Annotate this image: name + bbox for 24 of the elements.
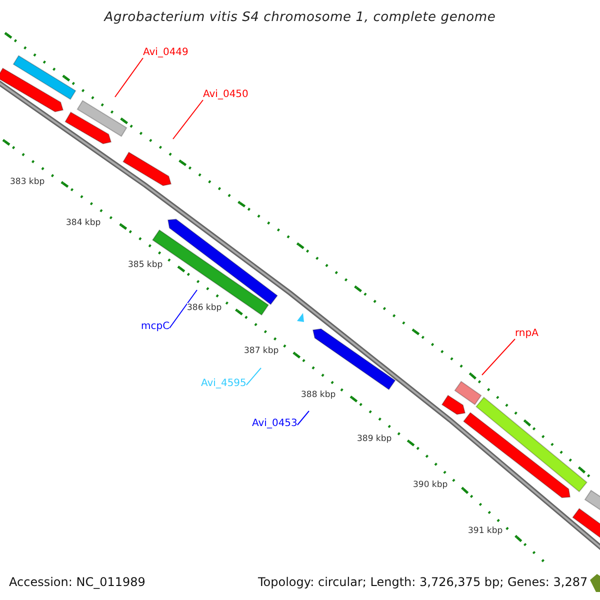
leader-line [482,338,516,376]
title: Agrobacterium vitis S4 chromosome 1, complete genome [102,11,497,24]
kbp-label: 391 kbp [468,526,503,536]
gene-label: rnpA [515,329,538,339]
gene-label: Avi_4595 [201,379,246,389]
leader-line [296,410,310,426]
genome-summary-text: Topology: circular; Length: 3,726,375 bp; Genes: 3,287 [258,576,588,588]
kbp-label: 385 kbp [128,260,163,270]
gene-label: Avi_0450 [203,90,248,100]
kbp-label: 388 kbp [301,390,336,400]
gene-label: Avi_0449 [143,48,188,58]
leader-line [172,100,204,140]
kbp-label: 386 kbp [187,303,222,314]
leader-line [246,368,262,386]
leader-line [169,290,198,328]
kbp-label: 384 kbp [66,218,101,228]
gene-label: mcpC [141,322,170,332]
accession-text: Accession: NC_011989 [9,576,146,588]
kbp-label: 387 kbp [244,346,279,356]
kbp-label: 390 kbp [413,480,448,490]
gene-label: Avi_0453 [252,419,298,429]
kbp-label: 389 kbp [357,434,392,444]
leader-line [114,58,144,98]
kbp-label: 383 kbp [10,177,45,188]
